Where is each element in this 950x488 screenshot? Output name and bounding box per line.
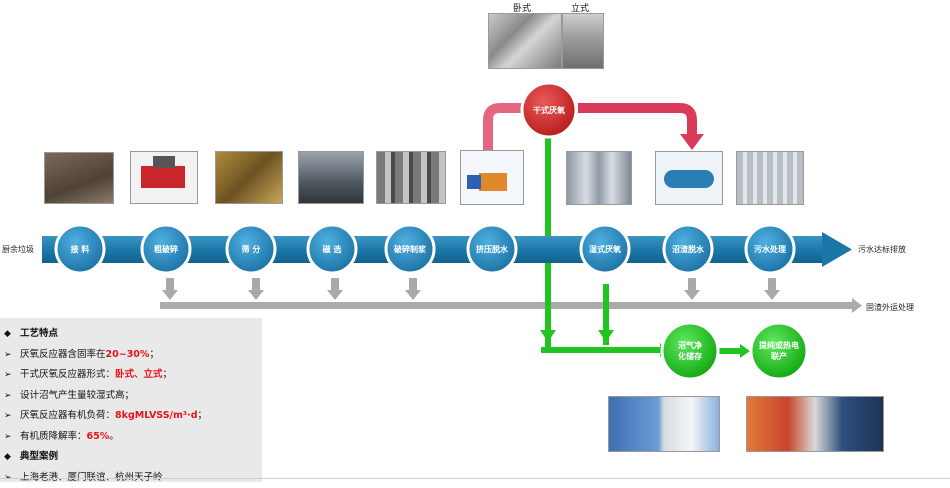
biogas-arrow-right-2 <box>740 344 750 358</box>
main-pipe-arrowhead <box>822 232 852 267</box>
step-label: 磁 选 <box>323 244 342 254</box>
pink-arrow-head <box>680 134 704 150</box>
residue-drop-arrows <box>162 278 780 300</box>
step-label: 筛 分 <box>242 244 261 254</box>
step-label: 粗破碎 <box>154 244 178 254</box>
biogas-arrow-down-1 <box>540 330 556 342</box>
dry-digestion-label: 干式厌氧 <box>533 105 565 115</box>
cases-heading: ◆典型案例 <box>4 447 262 468</box>
biogas-storage-label-line2: 化储存 <box>678 351 702 361</box>
input-label: 厨余垃圾 <box>2 244 34 254</box>
residue-output-label: 固渣外运处理 <box>866 302 914 312</box>
step-nodes: 接 料 粗破碎 筛 分 磁 选 破碎制浆 挤压脱水 湿式厌氧 沼渣脱水 污水处理 <box>56 225 794 273</box>
pink-feed-line <box>488 108 522 150</box>
horizontal-digester-photo <box>488 13 562 69</box>
residue-arrow-head <box>852 298 862 313</box>
step-label: 沼渣脱水 <box>672 244 705 254</box>
chp-unit-photo <box>746 396 884 452</box>
biogas-storage-node <box>662 323 718 379</box>
feature-item: ➢厌氧反应器有机负荷：8kgMLVSS/m³·d； <box>4 406 262 427</box>
power-label-line1: 提纯或热电 <box>759 340 799 350</box>
vertical-digester-photo <box>562 13 604 69</box>
feature-item: ➢设计沼气产生量较湿式高； <box>4 386 262 407</box>
feed-receiving-photo <box>44 152 114 204</box>
power-node <box>751 323 807 379</box>
screening-photo <box>215 151 283 204</box>
residue-line <box>160 302 852 309</box>
wet-digester-photo <box>566 151 632 205</box>
process-features-panel: ◆工艺特点 ➢厌氧反应器含固率在20~30%； ➢干式厌氧反应器形式：卧式、立式… <box>0 318 262 482</box>
biogas-arrow-down-2 <box>598 330 614 342</box>
power-label-line2: 联产 <box>771 351 787 361</box>
step-label: 污水处理 <box>754 244 786 254</box>
step-label: 挤压脱水 <box>476 244 509 254</box>
features-heading: ◆工艺特点 <box>4 324 262 345</box>
feature-item: ➢有机质降解率：65%。 <box>4 427 262 448</box>
water-output-label: 污水达标排放 <box>858 244 906 254</box>
step-label: 破碎制浆 <box>394 244 427 254</box>
screw-press-photo <box>460 150 524 205</box>
pink-return-arrow <box>578 108 692 136</box>
step-label: 接 料 <box>71 244 90 254</box>
wastewater-plant-photo <box>736 151 804 205</box>
feature-item: ➢干式厌氧反应器形式：卧式、立式； <box>4 365 262 386</box>
bottom-divider <box>0 478 950 479</box>
biogas-holder-photo <box>608 396 720 452</box>
biogas-storage-label-line1: 沼气净 <box>678 340 702 350</box>
magnetic-separator-photo <box>298 151 364 204</box>
centrifuge-photo <box>655 151 723 205</box>
feature-item: ➢厌氧反应器含固率在20~30%； <box>4 345 262 366</box>
pulper-photo <box>376 151 446 204</box>
coarse-shredder-photo <box>130 151 198 204</box>
step-label: 湿式厌氧 <box>589 244 621 254</box>
